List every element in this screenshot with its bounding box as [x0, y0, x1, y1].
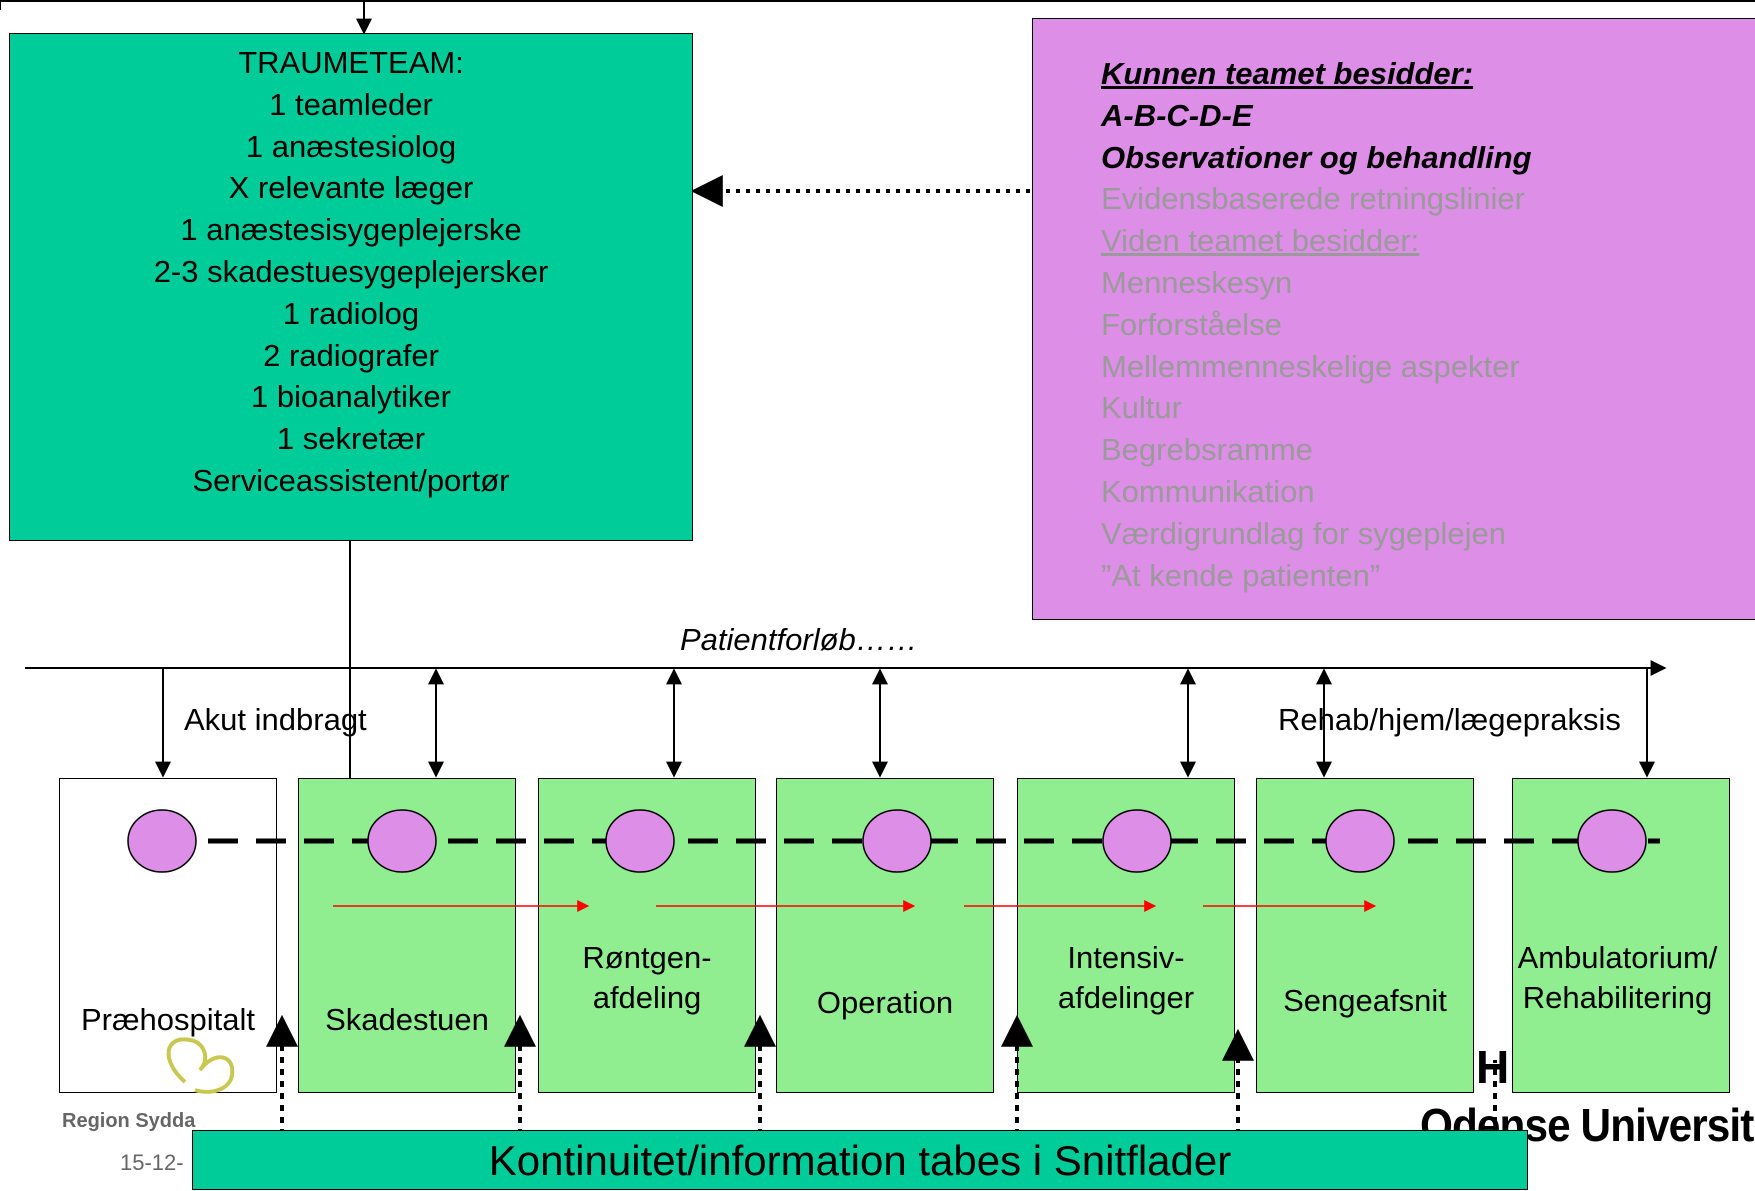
team-member: 1 anæstesiolog [245, 128, 457, 164]
team-member: 1 bioanalytiker [251, 379, 451, 415]
knowledge-box: Kunnen teamet besidder: A-B-C-D-E Observ… [1032, 18, 1755, 620]
team-member: 1 radiolog [282, 295, 420, 331]
dept-label-intensiv-1: Intensiv- [1067, 940, 1185, 975]
patient-circle [367, 809, 437, 873]
date-text: 15-12- [120, 1150, 184, 1175]
skills-line: Observationer og behandling [1101, 139, 1532, 175]
dept-label-prehospital: Præhospitalt [80, 1002, 256, 1037]
knowledge-line: Kommunikation [1101, 473, 1315, 509]
knowledge-line: Menneskesyn [1101, 264, 1293, 300]
team-member: 1 sekretær [276, 421, 426, 457]
patient-circle [1577, 809, 1647, 873]
skills-heading: Kunnen teamet besidder: [1101, 56, 1474, 91]
knowledge-line: Værdigrundlag for sygeplejen [1101, 515, 1506, 551]
continuity-banner: Kontinuitet/information tabes i Snitflad… [192, 1130, 1528, 1190]
timeline-end-label: Rehab/hjem/lægepraksis [1278, 702, 1621, 737]
team-member: 2-3 skadestuesygeplejersker [153, 253, 549, 289]
team-member: 1 anæstesisygeplejerske [180, 212, 522, 248]
skills-line: A-B-C-D-E [1101, 97, 1253, 133]
patient-circle [862, 809, 932, 873]
knowledge-heading: Viden teamet besidder: [1101, 223, 1420, 259]
dept-label-operation: Operation [816, 985, 954, 1020]
dept-label-rontgen-2: afdeling [592, 980, 702, 1015]
knowledge-line: Evidensbaserede retningslinier [1101, 181, 1525, 217]
dept-label-ambulatorium-2: Rehabilitering [1522, 980, 1713, 1015]
dept-label-sengeafsnit: Sengeafsnit [1283, 983, 1447, 1018]
knowledge-line: Forforståelse [1101, 306, 1282, 342]
knowledge-line: Kultur [1101, 390, 1182, 426]
knowledge-line: Begrebsramme [1101, 432, 1313, 468]
timeline-start-label: Akut indbragt [184, 702, 367, 737]
dept-label-skadestuen: Skadestuen [325, 1002, 489, 1037]
traumeteam-box: TRAUMETEAM: 1 teamleder 1 anæstesiolog X… [9, 33, 693, 541]
team-member: 1 teamleder [269, 86, 433, 122]
region-logo-text: Region Syddanmark [62, 1110, 196, 1132]
team-member: X relevante læger [228, 170, 474, 206]
timeline-label: Patientforløb…… [680, 622, 918, 657]
continuity-banner-text: Kontinuitet/information tabes i Snitflad… [488, 1137, 1232, 1184]
dept-label-rontgen-1: Røntgen- [582, 940, 712, 975]
university-logo-mark: H [1476, 1041, 1510, 1093]
patient-circle [127, 809, 197, 873]
knowledge-line: ”At kende patienten” [1101, 557, 1381, 593]
patient-circle [605, 809, 675, 873]
team-member: 2 radiografer [263, 337, 439, 373]
traumeteam-heading: TRAUMETEAM: [238, 45, 464, 80]
patient-circle [1102, 809, 1172, 873]
knowledge-line: Mellemmenneskelige aspekter [1101, 348, 1520, 384]
team-member: Serviceassistent/portør [192, 462, 510, 498]
dept-label-intensiv-2: afdelinger [1057, 980, 1195, 1015]
dept-label-ambulatorium-1: Ambulatorium/ [1517, 940, 1718, 975]
patient-circle [1325, 809, 1395, 873]
